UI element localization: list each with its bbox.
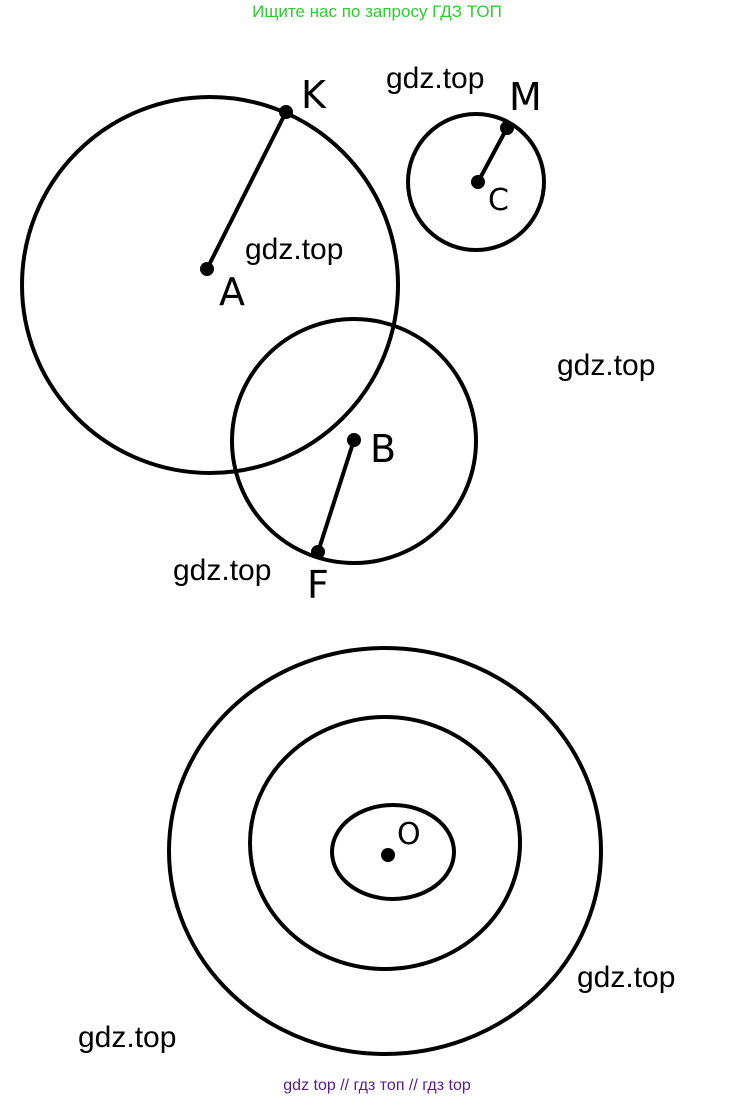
watermark-text: gdz.top bbox=[245, 233, 344, 266]
point-o bbox=[381, 848, 395, 862]
label-b: B bbox=[370, 427, 396, 471]
watermark-text: gdz.top bbox=[577, 961, 676, 994]
label-c: C bbox=[488, 183, 509, 218]
label-o: O bbox=[397, 817, 421, 852]
footer-promo-text: gdz top // гдз топ // гдз top bbox=[283, 1077, 471, 1094]
radius-ak bbox=[205, 111, 288, 270]
radius-bf bbox=[316, 439, 356, 553]
point-b bbox=[347, 433, 361, 447]
label-k: K bbox=[301, 73, 327, 117]
watermark-text: gdz.top bbox=[386, 62, 485, 95]
radius-cm bbox=[476, 127, 509, 183]
watermark-text: gdz.top bbox=[557, 349, 656, 382]
point-f bbox=[311, 545, 325, 559]
circle-b bbox=[230, 317, 478, 565]
label-a: A bbox=[219, 270, 245, 314]
label-m: M bbox=[509, 75, 542, 119]
concentric-circle-middle bbox=[248, 715, 522, 971]
point-a bbox=[200, 262, 214, 276]
point-c bbox=[471, 175, 485, 189]
watermark-text: gdz.top bbox=[78, 1021, 177, 1054]
circle-c bbox=[406, 112, 546, 252]
label-f: F bbox=[307, 563, 329, 607]
point-m bbox=[500, 121, 514, 135]
watermark-text: gdz.top bbox=[173, 554, 272, 587]
header-promo-text: Ищите нас по запросу ГДЗ ТОП bbox=[252, 2, 502, 21]
concentric-circle-inner bbox=[330, 803, 456, 901]
circle-a bbox=[20, 95, 400, 475]
concentric-circle-outer bbox=[167, 646, 603, 1056]
point-k bbox=[279, 105, 293, 119]
